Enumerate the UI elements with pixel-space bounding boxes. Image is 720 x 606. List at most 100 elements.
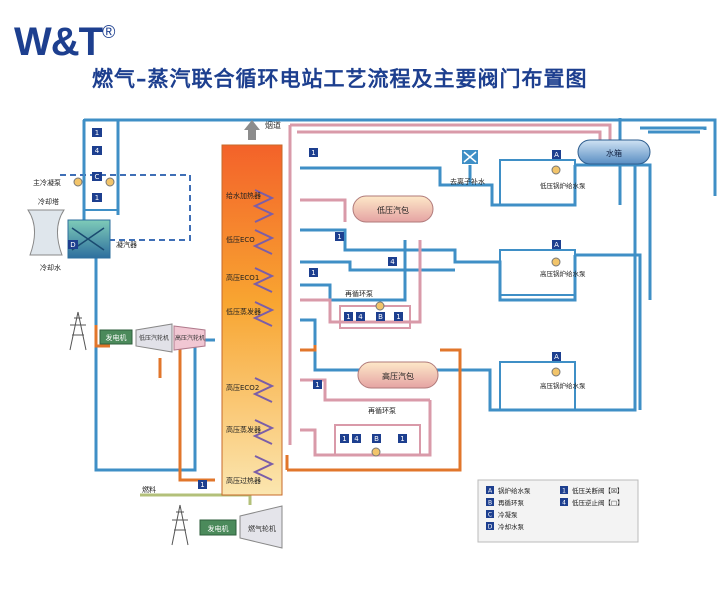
legend-label: 冷却水泵 <box>498 522 525 531</box>
recirc-pump-lp-cluster: 再循环泵 1 4 B 1 <box>339 289 411 329</box>
header-valve-tags: 1 1 4 1 1 1 <box>198 148 397 489</box>
valve-tag <box>92 193 102 202</box>
hp-feed-pump-group-1: A 高压锅炉给水泵 <box>499 240 586 296</box>
legend-label: 冷凝泵 <box>498 510 518 519</box>
recirc-pump-hp-cluster: 再循环泵 1 4 B 1 <box>334 406 421 457</box>
legend-tag: D <box>488 524 493 531</box>
legend-tag: C <box>488 512 492 519</box>
legend-tag: 4 <box>562 500 566 507</box>
legend-label: 低压逆止阀【□】 <box>572 498 624 507</box>
pump-icon <box>551 165 561 175</box>
gas-turbine-label: 燃气轮机 <box>248 524 276 533</box>
lp-feed-pump-label: 低压锅炉给水泵 <box>540 181 586 190</box>
deaerator-label: 去离子补水 <box>450 177 485 186</box>
pump-icon <box>551 367 561 377</box>
legend-item: C 冷凝泵 <box>486 510 518 519</box>
pump-tag <box>376 312 385 321</box>
pump-tag <box>92 172 102 181</box>
valve-tag-label: 1 <box>95 194 99 202</box>
hrsg-coils <box>252 189 275 481</box>
gas-turbine <box>239 505 283 549</box>
valve-tag <box>352 434 361 443</box>
hrsg-section-1: 给水加热器 <box>226 191 261 200</box>
cooling-tower-icon <box>27 209 65 256</box>
valve-tag <box>340 434 349 443</box>
hp-feed-pump-group-2: A 高压锅炉给水泵 <box>499 352 586 411</box>
generator-2 <box>199 519 237 536</box>
legend-label: 低压关断阀【☒】 <box>572 486 623 495</box>
valve-tag-label: 4 <box>95 147 100 155</box>
lp-steam-turbine-label: 低压汽轮机 <box>139 334 169 342</box>
hp-drum-label: 高压汽包 <box>382 371 414 381</box>
hrsg-section-2: 低压ECO <box>226 235 255 244</box>
condensate-valve-stack: 1 4 C 1 <box>73 119 119 211</box>
valve-tag <box>398 434 407 443</box>
company-logo: W&T® <box>14 20 115 65</box>
pump-tag <box>372 434 381 443</box>
legend: A 锅炉给水泵 B 再循环泵 C 冷凝泵 D 冷却水泵 1 低压关断阀【☒】 4… <box>477 479 639 543</box>
pump-tag-label: A <box>554 241 559 249</box>
legend-item: D 冷却水泵 <box>486 522 525 531</box>
valve-tag-label: 1 <box>400 435 404 443</box>
diagram-title: 燃气–蒸汽联合循环电站工艺流程及主要阀门布置图 <box>92 67 588 91</box>
transmission-tower-icon <box>171 504 189 546</box>
condenser-label: 凝汽器 <box>116 240 137 249</box>
valve-tag <box>394 312 403 321</box>
stack-arrow-icon <box>244 120 260 140</box>
lp-steam-turbine <box>135 323 173 353</box>
hrsg-section-6: 高压蒸发器 <box>226 425 261 434</box>
deaerator <box>462 150 478 164</box>
pump-tag-label: A <box>554 151 559 159</box>
legend-tag: B <box>488 500 492 507</box>
hrsg-section-5: 高压ECO2 <box>226 383 259 392</box>
valve-tag-label: 4 <box>354 435 359 443</box>
recirc-pump-lp-label: 再循环泵 <box>345 289 373 298</box>
pump-tag-label: B <box>374 435 379 443</box>
valve-tag-label: 4 <box>358 313 363 321</box>
valve-tag-label: 1 <box>342 435 346 443</box>
pump-icon <box>551 257 561 267</box>
recirc-pump-hp-label: 再循环泵 <box>368 406 396 415</box>
hp-steam-turbine-label: 高压汽轮机 <box>175 334 205 342</box>
pump-tag-label: B <box>378 313 383 321</box>
stack-label: 烟道 <box>265 120 281 130</box>
hrsg-section-4: 低压蒸发器 <box>226 307 261 316</box>
lp-drum-label: 低压汽包 <box>377 205 409 215</box>
valve-tag-label: 1 <box>315 381 319 389</box>
hp-steam-turbine <box>173 325 206 351</box>
legend-label: 再循环泵 <box>498 498 525 507</box>
valve-tag-label: 1 <box>95 129 99 137</box>
generator-1-label: 发电机 <box>106 333 127 342</box>
lp-drum: 低压汽包 <box>352 195 434 223</box>
logo-text: W&T <box>14 20 103 64</box>
valve-tag-label: 1 <box>346 313 350 321</box>
cooling-tower-label: 冷却塔 <box>38 197 59 206</box>
pump-tag-label: D <box>70 241 75 249</box>
hp-feed-pump-2-label: 高压锅炉给水泵 <box>540 381 586 390</box>
legend-tag: 1 <box>562 488 566 495</box>
pump-tag <box>68 240 78 249</box>
water-tank-label: 水箱 <box>606 148 622 158</box>
valve-tag <box>356 312 365 321</box>
hp-feed-pump-1-label: 高压锅炉给水泵 <box>540 269 586 278</box>
hrsg-section-3: 高压ECO1 <box>226 273 259 282</box>
legend-item: 1 低压关断阀【☒】 <box>560 486 623 495</box>
pump-tag-label: A <box>554 353 559 361</box>
valve-tag <box>344 312 353 321</box>
transmission-tower-icon <box>69 311 87 351</box>
steam-pipes <box>288 123 612 457</box>
condenser: D <box>67 219 111 259</box>
hp-drum: 高压汽包 <box>357 361 439 389</box>
fuel-label: 燃料 <box>142 485 156 494</box>
legend-item: 4 低压逆止阀【□】 <box>560 498 624 507</box>
cooling-water-label: 冷却水 <box>40 263 61 272</box>
pump-tag-label: C <box>95 173 100 181</box>
valve-tag-label: 4 <box>390 258 395 266</box>
legend-item: A 锅炉给水泵 <box>486 486 531 495</box>
valve-tag <box>92 146 102 155</box>
valve-tag <box>92 128 102 137</box>
generator-2-label: 发电机 <box>208 524 229 533</box>
water-tank: 水箱 <box>577 139 651 165</box>
valve-tag-label: 1 <box>311 149 315 157</box>
valve-tag-label: 1 <box>396 313 400 321</box>
